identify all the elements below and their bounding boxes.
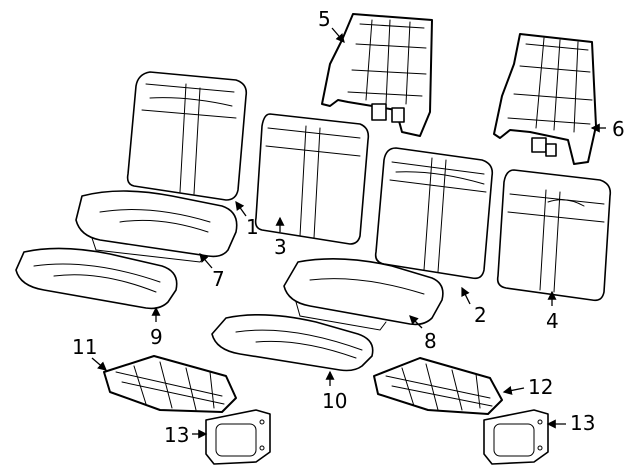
bracket-left bbox=[205, 409, 271, 465]
callout-6: 6 bbox=[612, 117, 625, 141]
seatback-center bbox=[254, 113, 370, 245]
callout-11: 11 bbox=[72, 335, 97, 359]
callout-9: 9 bbox=[150, 325, 163, 349]
callout-13-right: 13 bbox=[570, 411, 595, 435]
callout-5: 5 bbox=[318, 7, 331, 31]
seat-cushion-7 bbox=[75, 190, 238, 263]
callout-4: 4 bbox=[546, 309, 559, 333]
callout-10: 10 bbox=[322, 389, 347, 413]
seat-pan-frame-12 bbox=[373, 357, 503, 415]
callout-3: 3 bbox=[274, 235, 287, 259]
seatback-frame-left bbox=[321, 13, 433, 137]
callout-labels: 1 2 3 4 5 6 7 8 9 10 11 12 13 13 bbox=[72, 7, 625, 447]
seatback-frame-right bbox=[493, 33, 597, 165]
callout-1: 1 bbox=[246, 215, 259, 239]
seat-cushion-9 bbox=[15, 247, 178, 310]
seat-cushion-10 bbox=[211, 314, 374, 372]
seat-pan-frame-11 bbox=[103, 355, 237, 413]
seatback-far-right bbox=[496, 169, 612, 302]
callout-12: 12 bbox=[528, 375, 553, 399]
seatback-left bbox=[126, 71, 248, 201]
bracket-right bbox=[483, 409, 549, 465]
callout-2: 2 bbox=[474, 303, 487, 327]
callout-8: 8 bbox=[424, 329, 437, 353]
callout-13-left: 13 bbox=[164, 423, 189, 447]
leader-lines bbox=[91, 27, 606, 439]
seat-cushion-8 bbox=[283, 258, 444, 331]
seatback-right-center bbox=[374, 147, 494, 280]
callout-7: 7 bbox=[212, 267, 225, 291]
